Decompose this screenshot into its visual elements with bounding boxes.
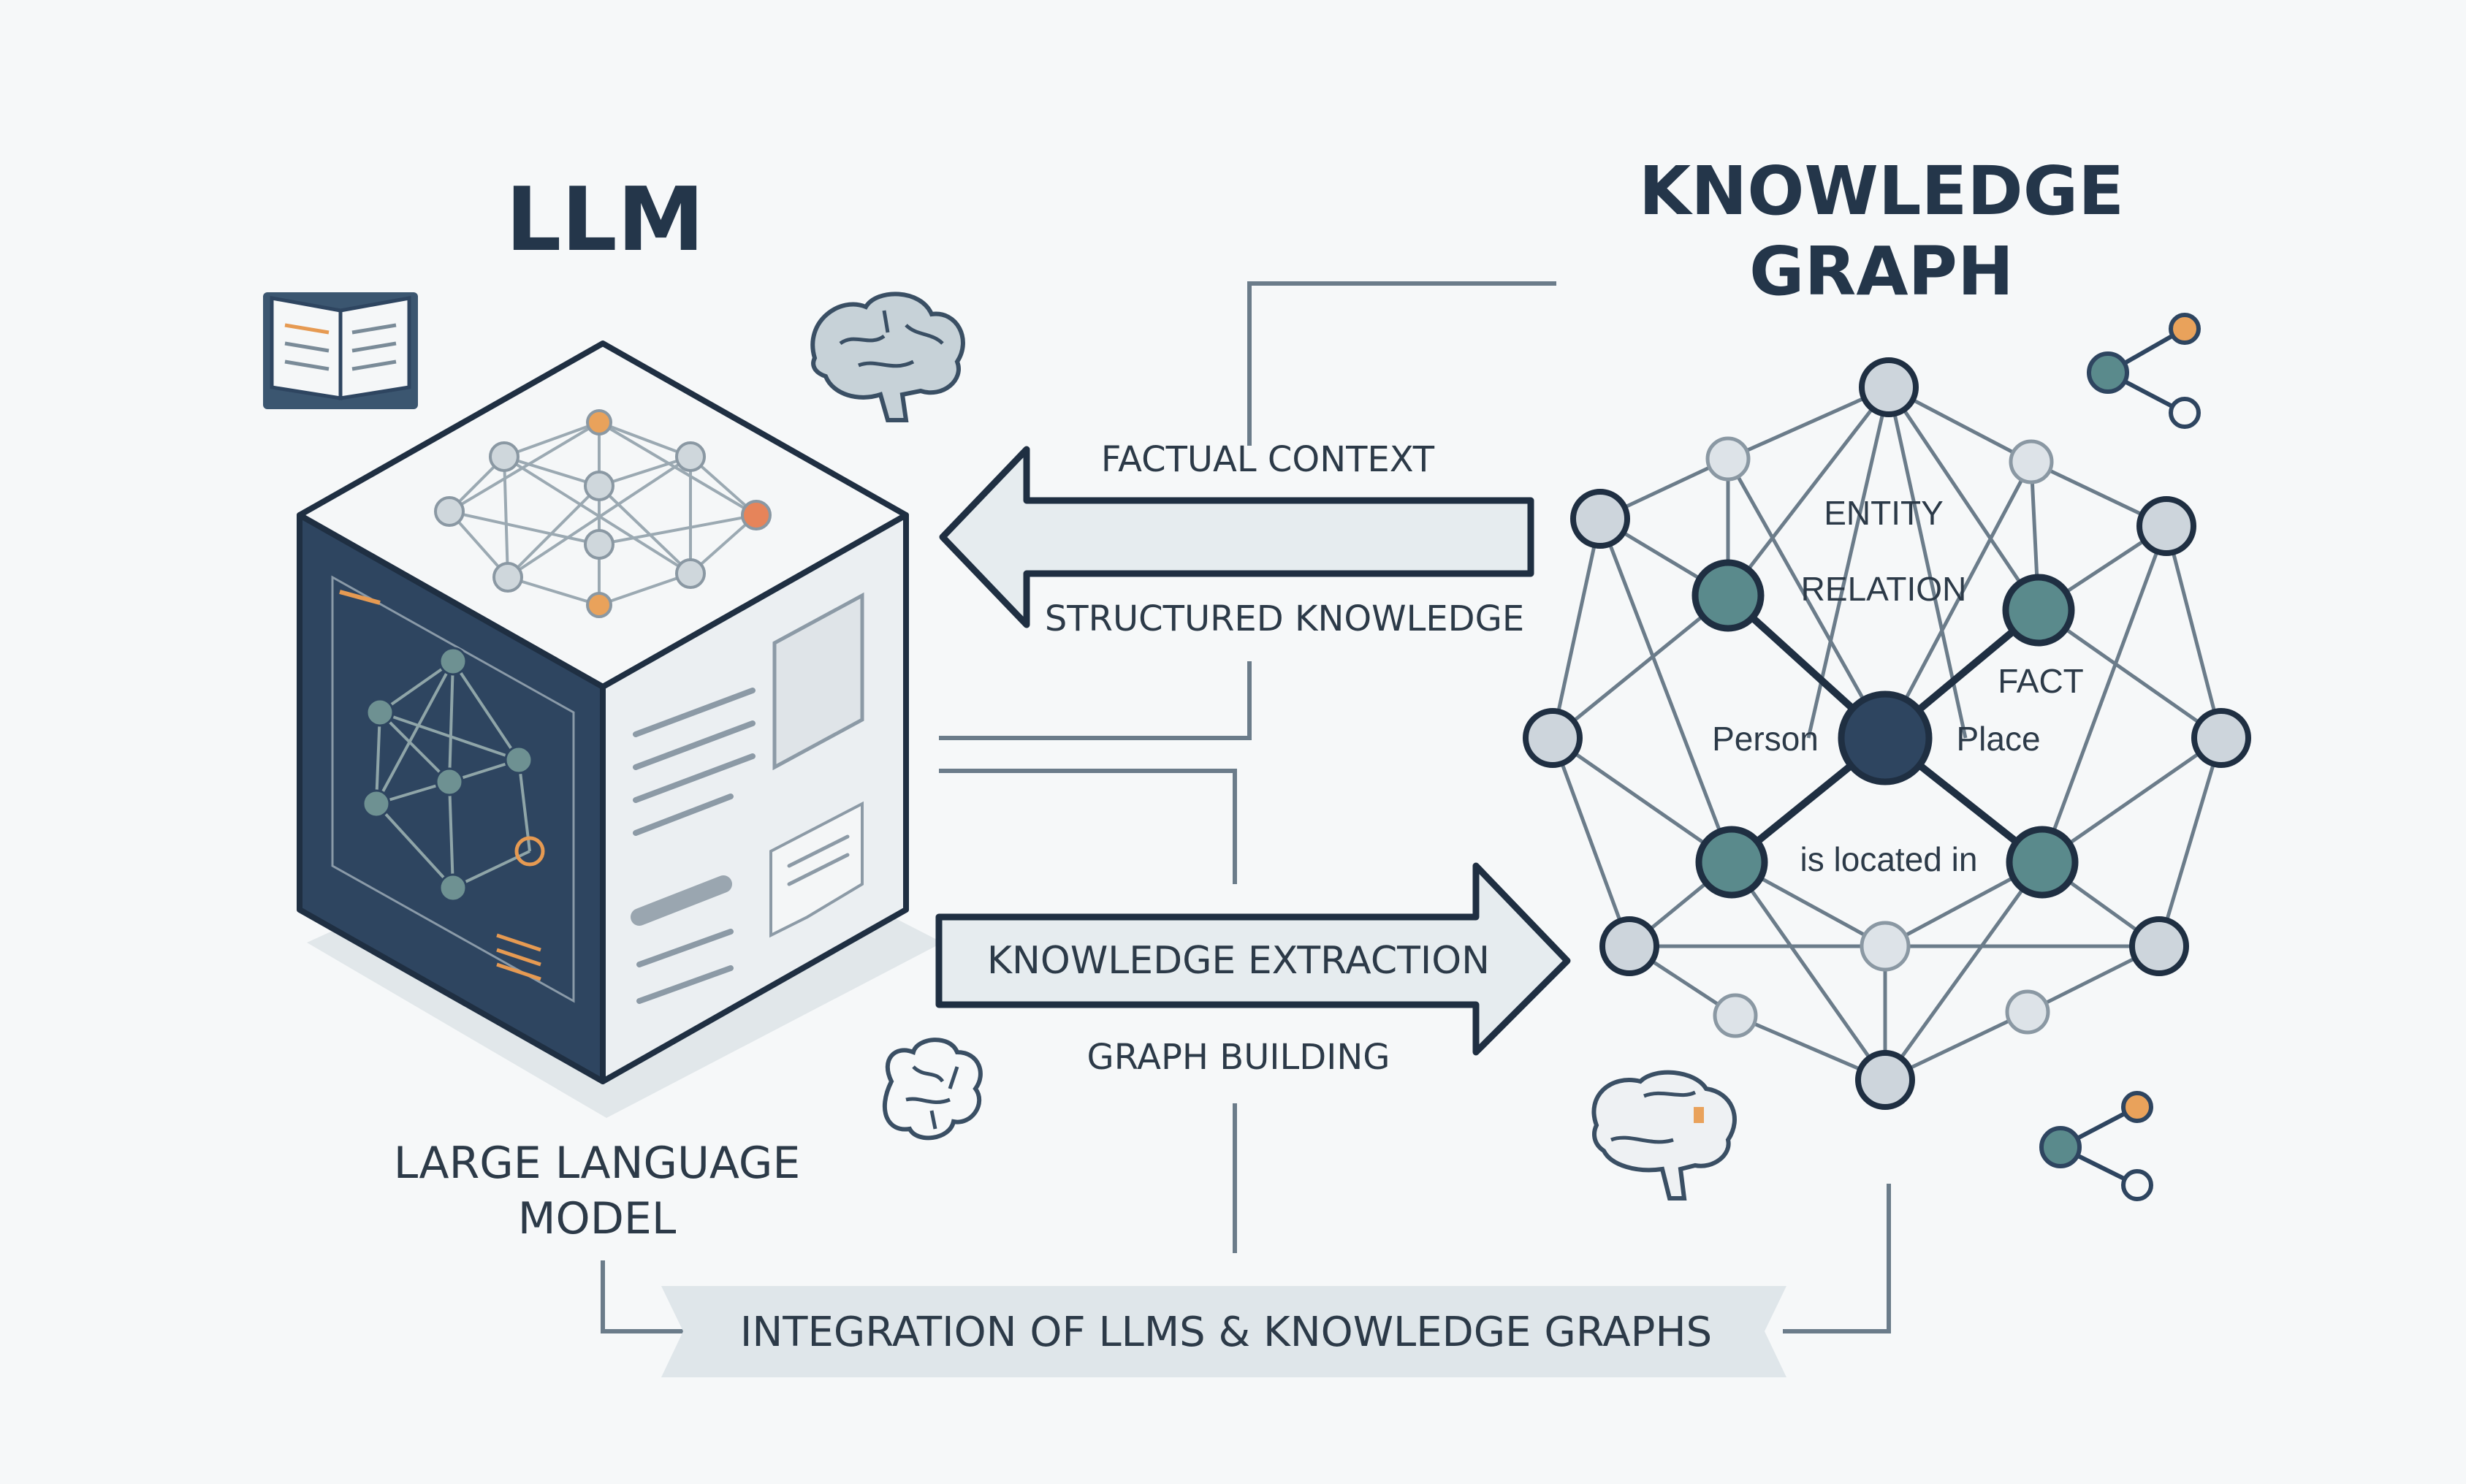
is-located-in-label: is located in <box>1800 840 1978 878</box>
integration-banner <box>661 1286 1786 1377</box>
open-book-icon <box>263 292 418 409</box>
share-nodes-icon <box>2039 1091 2153 1201</box>
top-face-nodes <box>434 409 772 618</box>
graph-building-label: GRAPH BUILDING <box>1087 1037 1390 1078</box>
person-label: Person <box>1712 720 1819 758</box>
factual-context-label: FACTUAL CONTEXT <box>1101 439 1435 480</box>
arrow-to-llm <box>939 446 1534 628</box>
graph-nodes-teal <box>1691 559 2079 899</box>
brain-icon <box>810 292 965 422</box>
document-lines <box>631 592 864 1004</box>
llm-cube <box>297 340 943 1118</box>
kg-title-line1: KNOWLEDGE <box>1639 152 2124 230</box>
left-face-nodes <box>362 647 545 902</box>
relation-label: RELATION <box>1801 570 1967 608</box>
brain-icon <box>883 1038 983 1141</box>
llm-title: LLM <box>506 170 704 271</box>
graph-nodes-faded <box>1705 436 2054 1038</box>
integration-banner-text: INTEGRATION OF LLMS & KNOWLEDGE GRAPHS <box>740 1309 1712 1356</box>
graph-center-node <box>1838 690 1933 785</box>
llm-caption-line1: LARGE LANGUAGE <box>394 1138 801 1189</box>
entity-label: ENTITY <box>1824 494 1944 532</box>
connector-lines <box>601 281 1891 1333</box>
fact-label: FACT <box>1998 662 2084 700</box>
place-label: Place <box>1956 720 2040 758</box>
llm-caption-line2: MODEL <box>518 1193 677 1244</box>
arrow-to-kg <box>935 862 1571 1056</box>
kg-title-line2: GRAPH <box>1749 232 2014 311</box>
graph-nodes-light <box>1523 357 2251 1110</box>
structured-knowledge-label: STRUCTURED KNOWLEDGE <box>1045 598 1524 639</box>
knowledge-extraction-label: KNOWLEDGE EXTRACTION <box>987 939 1490 983</box>
knowledge-graph <box>1523 357 2251 1110</box>
share-nodes-icon <box>2087 313 2201 429</box>
brain-icon <box>1591 1070 1737 1200</box>
